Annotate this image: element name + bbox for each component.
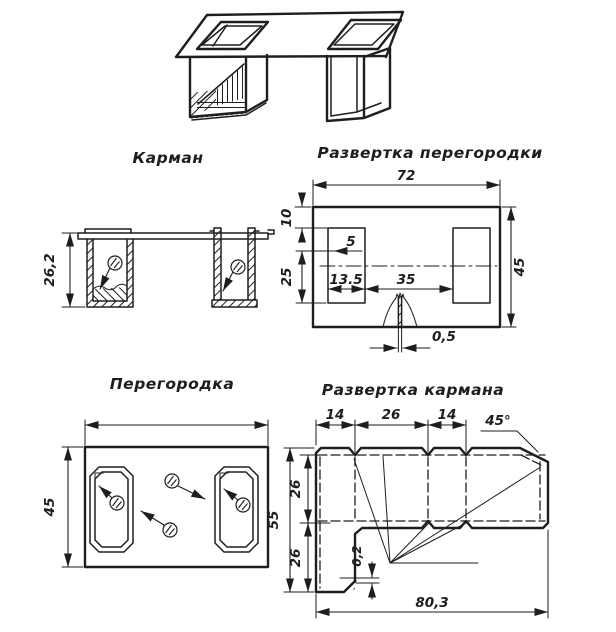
dim-slot-width: 0,5 (432, 329, 456, 345)
dim-flap-mid: 26 (382, 407, 401, 423)
dim-upper-part: 26 (288, 480, 304, 499)
dim-chamfer-angle: 45° (484, 413, 511, 429)
dim-lip: 0,2 (350, 545, 364, 566)
pocket-section-title: Карман (132, 149, 203, 167)
dim-hole-height: 25 (279, 268, 295, 287)
dim-total-height: 55 (266, 511, 282, 530)
dim-pocket-height: 26,2 (42, 253, 58, 286)
dim-partition-height: 45 (42, 498, 58, 518)
dim-hole-width: 13.5 (329, 272, 362, 288)
pocket-section-view: Карман 26,2 (42, 149, 275, 308)
dim-flap-right: 14 (438, 407, 457, 423)
dim-total-width: 80,3 (415, 595, 448, 611)
dim-dev-height: 45 (512, 258, 528, 278)
dim-flap-left: 14 (326, 407, 345, 423)
dim-top-margin: 10 (279, 209, 295, 228)
dim-between-holes: 35 (397, 272, 416, 288)
partition-development-view: Развертка перегородки 72 45 10 5 25 13.5… (279, 144, 542, 353)
isometric-assembly-view (174, 10, 405, 123)
pocket-development-view: Развертка кармана 14 26 14 45° 55 26 26 … (266, 381, 550, 619)
dim-lower-part: 26 (288, 549, 304, 568)
pocket-development-title: Развертка кармана (322, 381, 504, 399)
partition-title: Перегородка (110, 375, 235, 393)
dim-dev-width: 72 (397, 168, 416, 184)
solder-callout-icon (162, 522, 178, 538)
partition-development-title: Развертка перегородки (317, 144, 542, 162)
solder-callout-icon (164, 473, 180, 489)
cut-wall-hatch (216, 64, 245, 106)
dim-side-margin: 5 (346, 234, 355, 250)
partition-view: Перегородка 45 (42, 375, 270, 569)
